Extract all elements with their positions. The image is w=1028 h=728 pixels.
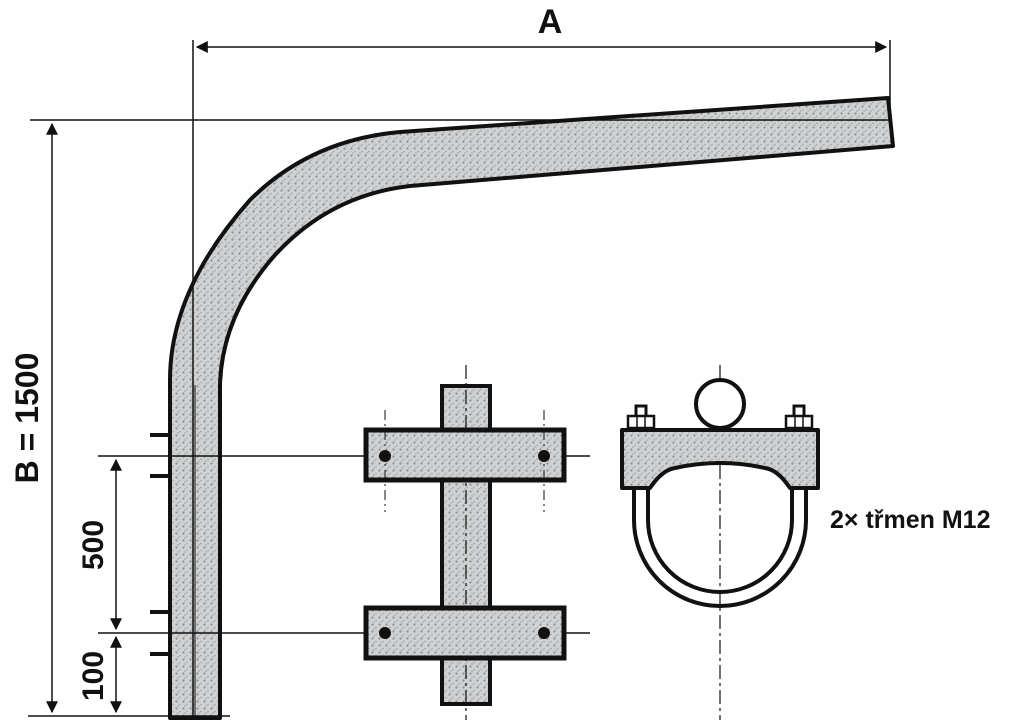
bolt-hole (538, 450, 550, 462)
front-view-lower-plate (363, 605, 567, 661)
dimension-500-label: 500 (77, 520, 110, 570)
dimension-100: 100 (77, 635, 122, 714)
dimension-a: A (192, 3, 891, 718)
bolt-hole (379, 450, 391, 462)
bolt-hole (379, 627, 391, 639)
front-view-upper-plate (363, 410, 567, 512)
clamp-label: 2× třmen M12 (830, 506, 991, 534)
bolt-hole (538, 627, 550, 639)
dimension-b: B = 1500 (9, 119, 890, 717)
pipe-section (694, 378, 746, 430)
clamp-side-view (620, 365, 820, 720)
dimension-100-label: 100 (77, 651, 110, 701)
dimension-a-label: A (538, 3, 563, 41)
front-view-post (440, 365, 492, 720)
dimension-b-label: B = 1500 (9, 353, 45, 484)
mounting-tabs (150, 433, 170, 656)
bent-pipe (168, 96, 895, 720)
